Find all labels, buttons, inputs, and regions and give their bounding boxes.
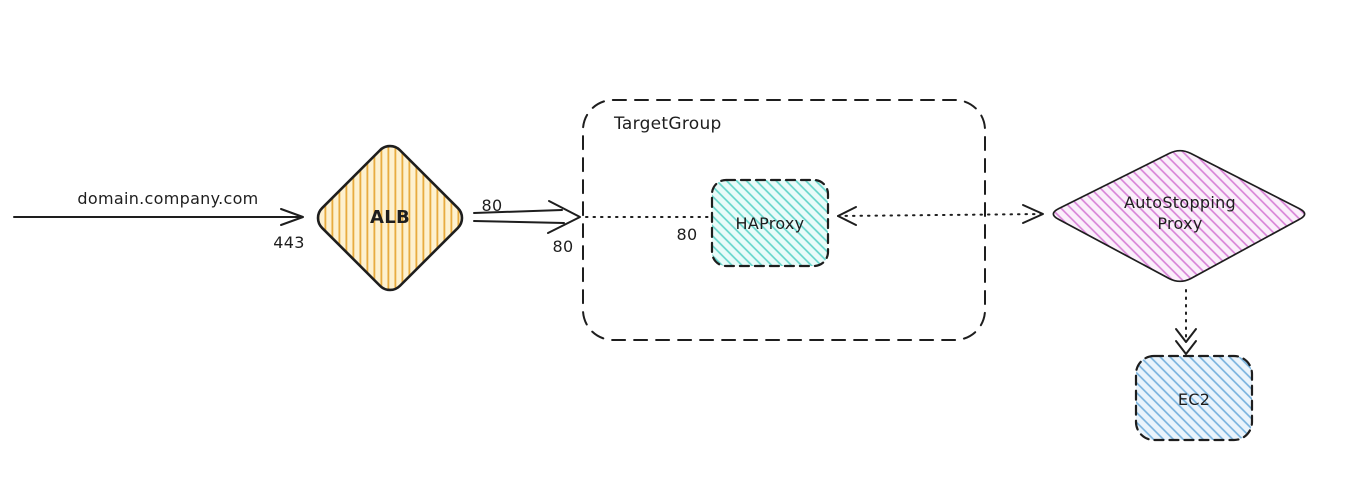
haproxy-label: HAProxy	[735, 214, 805, 233]
alb-to-targetgroup-arrow	[473, 200, 581, 234]
alb-label: ALB	[369, 207, 411, 228]
domain-to-alb-arrow	[13, 208, 304, 226]
autostopping-proxy-label-line1: AutoStopping	[1123, 193, 1237, 212]
targetgroup-label: TargetGroup	[614, 114, 722, 134]
ec2-box	[1134, 354, 1254, 442]
port-80-haproxy-label: 80	[676, 225, 698, 244]
haproxy-box	[710, 178, 830, 268]
autostopping-diamond	[1052, 149, 1306, 283]
alb-diamond	[316, 144, 464, 292]
ec2-label: EC2	[1177, 390, 1211, 409]
port-80-top-label: 80	[481, 196, 503, 215]
autostopping-haproxy-arrow	[837, 204, 1045, 226]
autostopping-proxy-label: AutoStopping Proxy	[1124, 192, 1236, 234]
domain-label: domain.company.com	[77, 189, 259, 208]
autostopping-proxy-label-line2: Proxy	[1157, 214, 1203, 233]
autostopping-to-ec2-arrow	[1175, 289, 1197, 355]
port-443-label: 443	[273, 233, 305, 252]
port-80-bottom-label: 80	[552, 237, 574, 256]
